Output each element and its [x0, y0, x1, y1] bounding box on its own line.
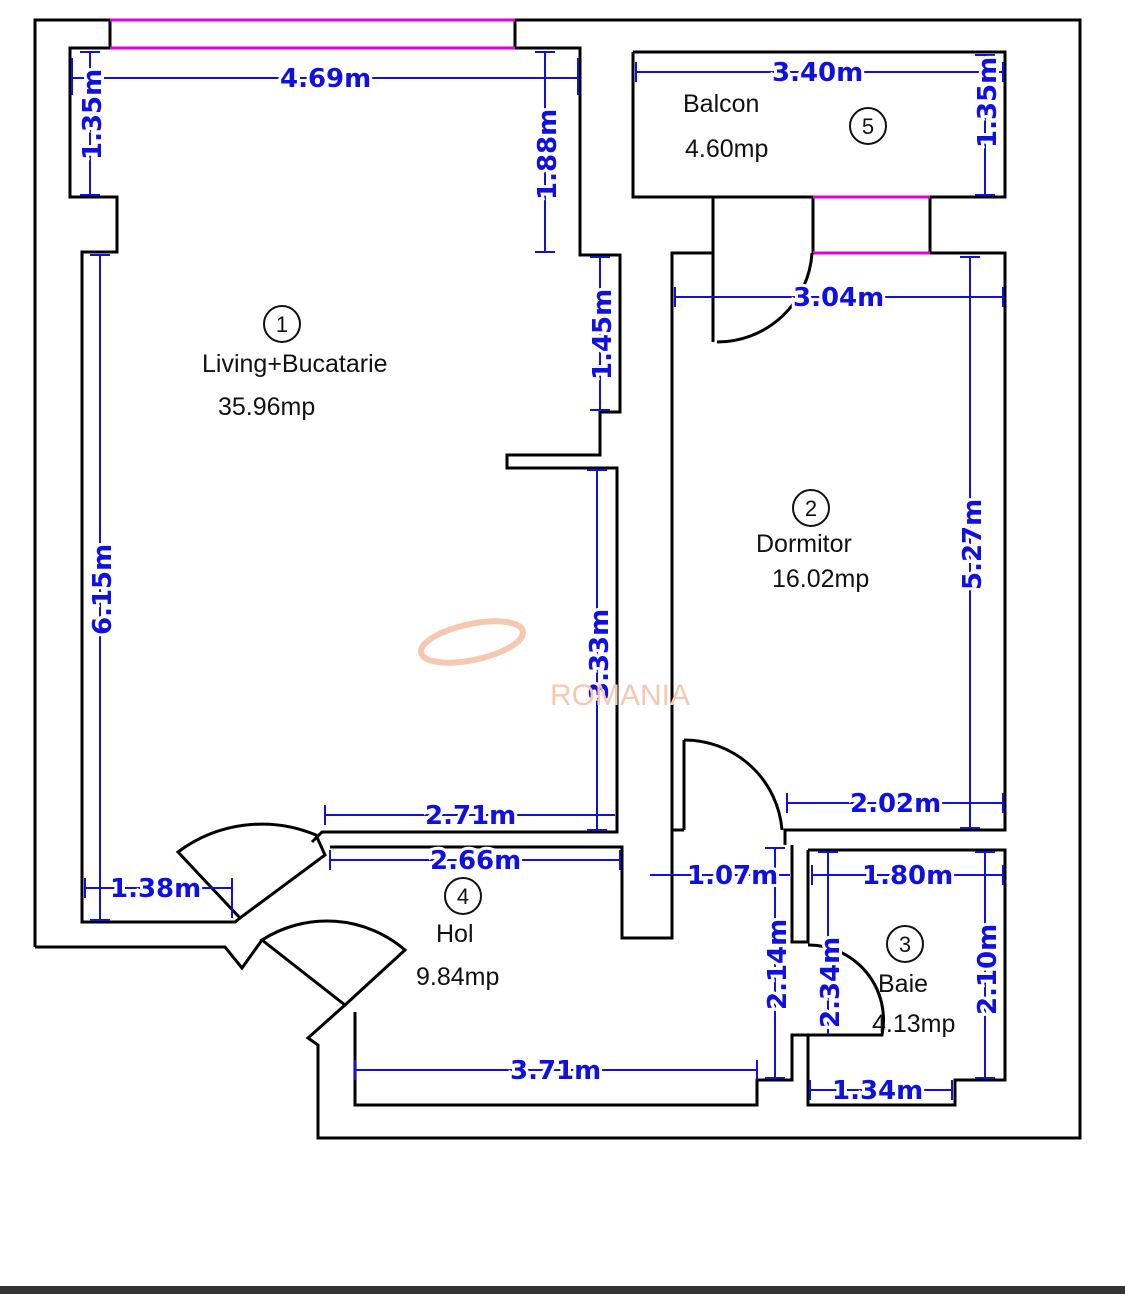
dormitor-wall	[670, 251, 1007, 845]
dim-hol-bottom: 3.71m	[510, 1056, 601, 1086]
dim-baie-width: 1.80m	[862, 861, 953, 891]
dim-living-right-top: 1.88m	[533, 109, 563, 200]
dim-dormitor-height: 5.27m	[958, 499, 988, 590]
dim-dormitor-bottom: 2.02m	[850, 789, 941, 819]
dim-living-bottom-left: 1.38m	[110, 874, 201, 904]
room-balcon: 5 Balcon 4.60mp	[683, 90, 887, 163]
room-name: Hol	[436, 920, 474, 948]
room-number: 2	[805, 496, 817, 521]
room-area: 16.02mp	[772, 565, 869, 593]
dim-dormitor-width: 3.04m	[793, 283, 884, 313]
room-number: 5	[862, 114, 874, 139]
dim-balcon-height: 1.35m	[973, 57, 1003, 148]
dim-balcon-width: 3.40m	[772, 58, 863, 88]
dim-living-left-height: 6.15m	[88, 544, 118, 635]
living-wall	[68, 20, 684, 940]
dim-living-bottom: 2.71m	[425, 801, 516, 831]
room-number: 4	[457, 884, 469, 909]
room-number: 1	[276, 312, 288, 337]
watermark-logo: ROMANIA	[417, 618, 690, 712]
room-hol: 4 Hol 9.84mp	[416, 877, 499, 991]
door-balcony	[716, 252, 814, 344]
balcony-wall	[631, 50, 1007, 342]
room-area: 4.60mp	[685, 135, 768, 163]
room-name: Dormitor	[756, 530, 852, 558]
dim-baie-height: 2.10m	[973, 924, 1003, 1015]
door-living	[175, 822, 327, 920]
dim-baie-left: 2.34m	[816, 937, 846, 1028]
room-name: Baie	[878, 970, 928, 998]
room-area: 9.84mp	[416, 963, 499, 991]
dim-living-right-mid: 1.45m	[588, 289, 618, 380]
outer-wall	[33, 18, 1082, 1140]
door-dormitor	[683, 738, 784, 831]
room-name: Balcon	[683, 90, 759, 118]
dimension-lines	[71, 51, 1004, 1100]
dim-living-left-top: 1.35m	[78, 69, 108, 160]
bottom-toolbar-strip	[0, 1286, 1125, 1294]
room-name: Living+Bucatarie	[202, 350, 388, 378]
dim-hol-door: 1.07m	[687, 861, 778, 891]
watermark-text: ROMANIA	[550, 679, 690, 712]
dim-hol-right: 2.14m	[763, 919, 793, 1010]
room-number: 3	[899, 932, 911, 957]
room-area: 35.96mp	[218, 393, 315, 421]
dim-living-width: 4.69m	[280, 64, 371, 94]
door-entrance	[259, 919, 408, 1007]
room-living: 1 Living+Bucatarie 35.96mp	[202, 305, 388, 421]
dim-living-right-low: 3.33m	[585, 609, 615, 700]
door-baie	[807, 943, 886, 1037]
room-baie: 3 Baie 4.13mp	[872, 925, 955, 1038]
dim-baie-bottom: 1.34m	[832, 1076, 923, 1106]
room-dormitor: 2 Dormitor 16.02mp	[756, 489, 869, 593]
dim-hol-top: 2.66m	[430, 846, 521, 876]
room-area: 4.13mp	[872, 1010, 955, 1038]
